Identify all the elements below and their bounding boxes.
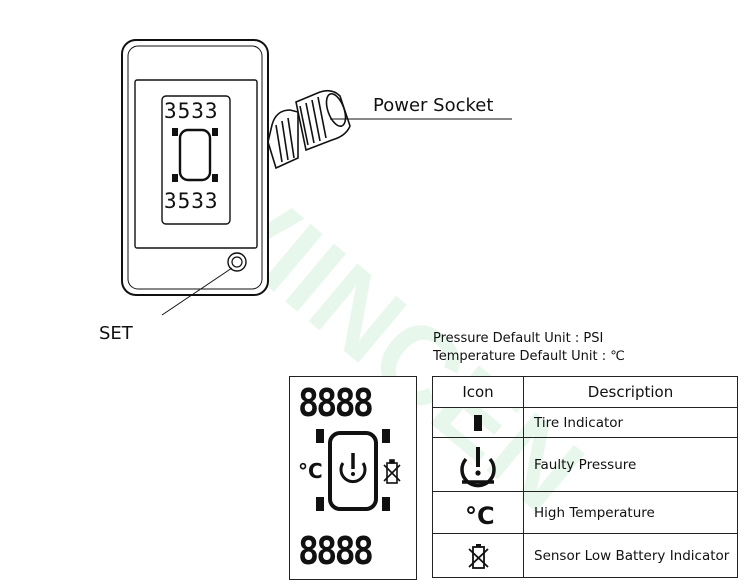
- legend-description: High Temperature: [523, 491, 738, 534]
- temperature-unit-note: Temperature Default Unit : ℃: [433, 349, 625, 364]
- legend-row: Sensor Low Battery Indicator: [432, 533, 738, 578]
- set-leader: [161, 267, 233, 316]
- device-bottom-readout: 3533: [164, 189, 219, 213]
- lcd-top-digits: 8888: [298, 381, 374, 425]
- celsius-icon: °C: [465, 502, 495, 530]
- low-battery-icon: [468, 543, 489, 569]
- tire-indicator-front-left: [316, 429, 324, 443]
- lcd-display-diagram: 8888 °C 8888: [289, 376, 417, 580]
- lcd-bottom-digits: 8888: [298, 529, 374, 573]
- celsius-icon: °C: [298, 459, 323, 483]
- low-battery-icon: [383, 459, 401, 484]
- tire-indicator-front-right: [382, 429, 390, 443]
- legend-description: Sensor Low Battery Indicator: [523, 533, 738, 578]
- device-top-readout: 3533: [164, 99, 219, 123]
- tpms-device-drawing: [121, 39, 512, 316]
- tire-indicator-rear-right: [382, 497, 390, 511]
- legend-description: Tire Indicator: [523, 407, 738, 438]
- faulty-pressure-icon: [460, 446, 496, 487]
- tire-indicator-rear-left: [316, 497, 324, 511]
- legend-row: Tire Indicator: [432, 407, 738, 438]
- legend-description: Faulty Pressure: [523, 437, 738, 492]
- power-socket-label: Power Socket: [373, 95, 494, 116]
- legend-header-description: Description: [523, 376, 738, 408]
- legend-row: °C High Temperature: [432, 491, 738, 534]
- legend-row: Faulty Pressure: [432, 437, 738, 492]
- pressure-unit-note: Pressure Default Unit : PSI: [433, 331, 604, 346]
- svg-text:°C: °C: [465, 502, 495, 530]
- lcd-icons: °C: [298, 429, 401, 511]
- icon-legend-table: Icon Description Tire Indicator Faulty P…: [432, 376, 738, 578]
- legend-header-row: Icon Description: [432, 376, 738, 408]
- faulty-pressure-icon: [339, 453, 367, 484]
- tire-block-icon: [474, 414, 482, 431]
- power-socket-plug: [267, 89, 351, 170]
- set-label: SET: [99, 323, 133, 344]
- legend-header-icon: Icon: [432, 376, 524, 408]
